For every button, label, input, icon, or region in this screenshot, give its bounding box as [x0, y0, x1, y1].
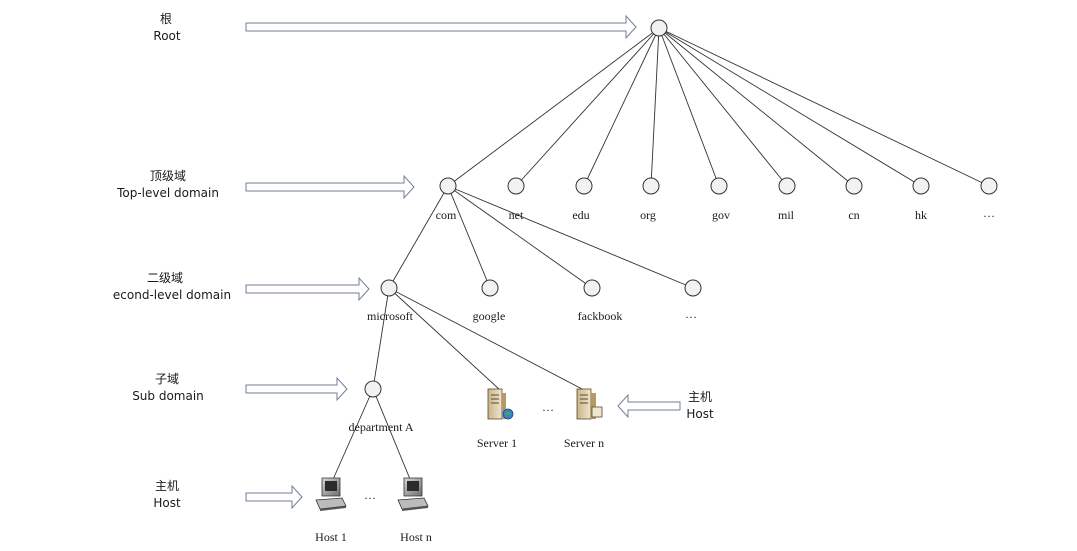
- sld-label-microsoft: microsoft: [367, 309, 414, 323]
- arrow-top-level-icon: [245, 174, 415, 200]
- edge-root-more: [658, 27, 990, 187]
- sld-label-more: …: [685, 307, 697, 321]
- host-ellipsis: …: [364, 488, 376, 502]
- level-root-zh: 根: [160, 12, 172, 26]
- level-arrows: [245, 14, 681, 510]
- sld-node-microsoft: [380, 279, 398, 297]
- level-root-en: Root: [153, 29, 180, 43]
- tld-node-more: [980, 177, 998, 195]
- subdomain-node: [364, 380, 382, 398]
- tld-labels: com net edu org gov mil cn hk …: [436, 206, 995, 222]
- edge-root-com: [447, 27, 660, 187]
- tld-label-org: org: [640, 208, 656, 222]
- edge-com-more: [447, 185, 694, 289]
- level-sub-zh: 子域: [155, 372, 179, 386]
- edge-microsoft-servern: [388, 287, 585, 391]
- level-top-en: Top-level domain: [116, 186, 219, 200]
- sld-labels: microsoft google fackbook …: [367, 307, 697, 323]
- sld-node-more: [684, 279, 702, 297]
- sld-label-fackbook: fackbook: [578, 309, 623, 323]
- level-second-en: econd-level domain: [113, 288, 231, 302]
- edge-microsoft-server1: [388, 287, 501, 391]
- edge-com-google: [447, 185, 491, 289]
- sld-label-google: google: [473, 309, 506, 323]
- tld-node-gov: [710, 177, 728, 195]
- host-right-en: Host: [686, 407, 714, 421]
- edge-root-net: [515, 27, 660, 187]
- tld-node-com: [439, 177, 457, 195]
- edge-root-edu: [583, 27, 660, 187]
- server-label-1: Server 1: [477, 436, 517, 450]
- arrow-subdomain-icon: [245, 376, 348, 402]
- arrow-host-right-icon: [617, 393, 681, 419]
- tld-label-more: …: [983, 206, 995, 220]
- tld-label-edu: edu: [572, 208, 589, 222]
- server-icon-n: [576, 388, 603, 420]
- tld-label-com: com: [436, 208, 457, 222]
- tld-node-net: [507, 177, 525, 195]
- tld-label-cn: cn: [848, 208, 859, 222]
- arrow-second-level-icon: [245, 276, 370, 302]
- host-label-n: Host n: [400, 530, 432, 544]
- tld-label-hk: hk: [915, 208, 927, 222]
- edge-microsoft-department: [372, 287, 390, 390]
- tree-nodes: [364, 19, 998, 398]
- tld-node-mil: [778, 177, 796, 195]
- level-host-en: Host: [153, 496, 181, 510]
- edge-root-org: [650, 27, 660, 187]
- host-right-zh: 主机: [688, 390, 712, 404]
- host-label-1: Host 1: [315, 530, 347, 544]
- tld-label-gov: gov: [712, 208, 730, 222]
- edge-department-hostn: [372, 388, 413, 485]
- level-top-zh: 顶级域: [150, 169, 186, 183]
- server-icon-1: [487, 388, 514, 420]
- subdomain-label: department A: [349, 420, 414, 434]
- edge-department-host1: [330, 388, 374, 485]
- arrow-host-icon: [245, 484, 303, 510]
- edge-root-mil: [658, 27, 788, 187]
- level-sub-en: Sub domain: [132, 389, 204, 403]
- root-node: [650, 19, 668, 37]
- level-second-zh: 二级域: [147, 271, 183, 285]
- host-pc-icon-n: [397, 477, 429, 511]
- tree-edges: [330, 27, 990, 485]
- edge-root-hk: [658, 27, 922, 187]
- server-label-n: Server n: [564, 436, 604, 450]
- edge-com-fackbook: [447, 185, 593, 289]
- tld-node-cn: [845, 177, 863, 195]
- edge-root-gov: [658, 27, 720, 187]
- tld-label-mil: mil: [778, 208, 795, 222]
- level-host-zh: 主机: [155, 479, 179, 493]
- level-labels: 根 Root 顶级域 Top-level domain 二级域 econd-le…: [113, 12, 714, 510]
- tld-node-hk: [912, 177, 930, 195]
- sld-node-fackbook: [583, 279, 601, 297]
- tld-node-edu: [575, 177, 593, 195]
- server-ellipsis: …: [542, 400, 554, 414]
- arrow-root-icon: [245, 14, 637, 40]
- edge-com-microsoft: [388, 185, 449, 289]
- host-pc-icon-1: [315, 477, 347, 511]
- sld-node-google: [481, 279, 499, 297]
- tld-label-net: net: [509, 208, 524, 222]
- tld-node-org: [642, 177, 660, 195]
- edge-root-cn: [658, 27, 855, 187]
